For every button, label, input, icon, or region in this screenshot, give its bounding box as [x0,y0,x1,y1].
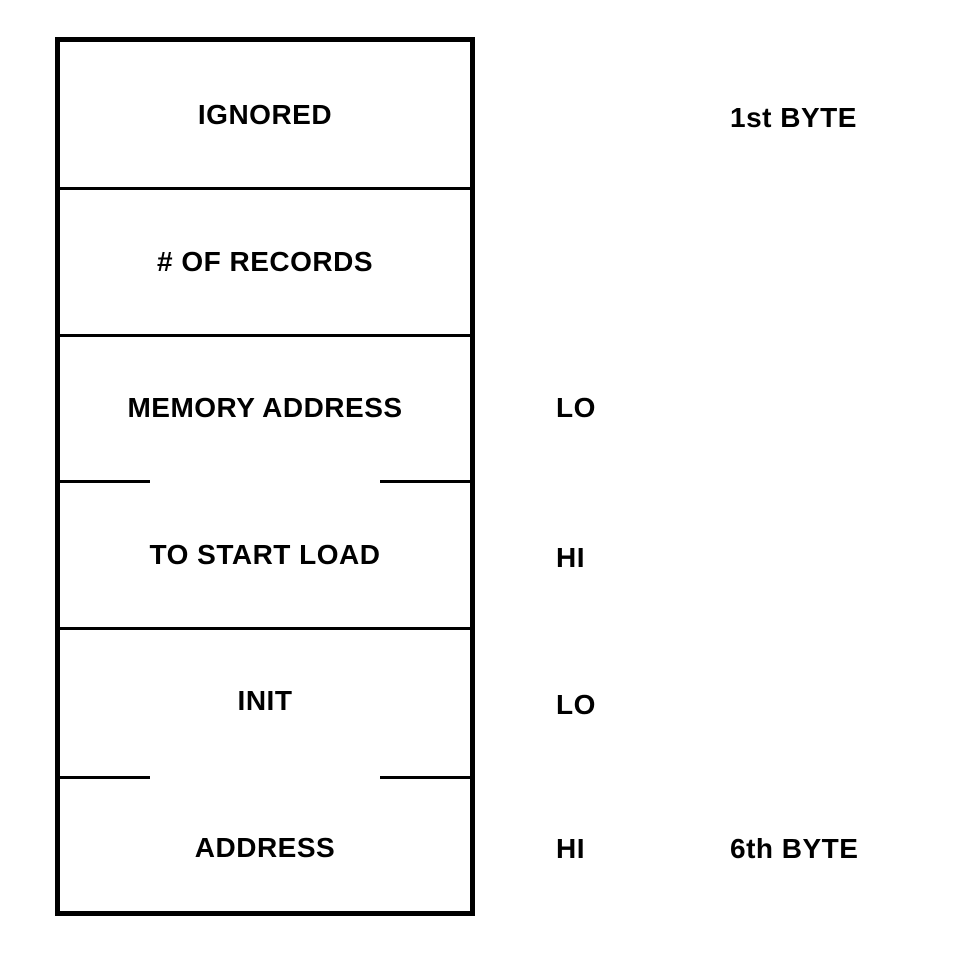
byte-row-label: ADDRESS [194,831,336,863]
byte-row-ignored: IGNORED [60,42,470,189]
byte-row-label: INIT [237,685,293,717]
byte-row-label: # OF RECORDS [156,245,374,277]
byte-ordinal-label-first: 1st BYTE [730,102,857,133]
row-divider-broken [60,480,470,483]
byte-row-memory-address: MEMORY ADDRESS [60,335,470,482]
endian-label-memory-address-lo: LO [556,392,596,423]
row-divider-full [60,333,470,337]
byte-row-label: TO START LOAD [149,538,381,570]
byte-row-to-start-load: TO START LOAD [60,482,470,629]
row-divider-broken [60,776,470,779]
endian-label-init-address-hi: HI [556,833,585,864]
byte-row-address: ADDRESS [60,775,470,922]
byte-row-label: IGNORED [197,99,333,131]
endian-label-memory-address-hi: HI [556,542,585,573]
byte-layout-box: IGNORED # OF RECORDS MEMORY ADDRESS TO S… [55,37,475,916]
endian-label-init-address-lo: LO [556,689,596,720]
divider-stub-right [380,776,470,779]
byte-ordinal-label-last: 6th BYTE [730,833,859,864]
byte-row-init: INIT [60,628,470,775]
row-divider-full [60,626,470,630]
row-divider-full [60,187,470,190]
divider-stub-right [380,480,470,483]
divider-stub-left [60,480,150,483]
divider-stub-left [60,776,150,779]
byte-row-number-of-records: # OF RECORDS [60,189,470,336]
byte-row-label: MEMORY ADDRESS [127,392,403,424]
